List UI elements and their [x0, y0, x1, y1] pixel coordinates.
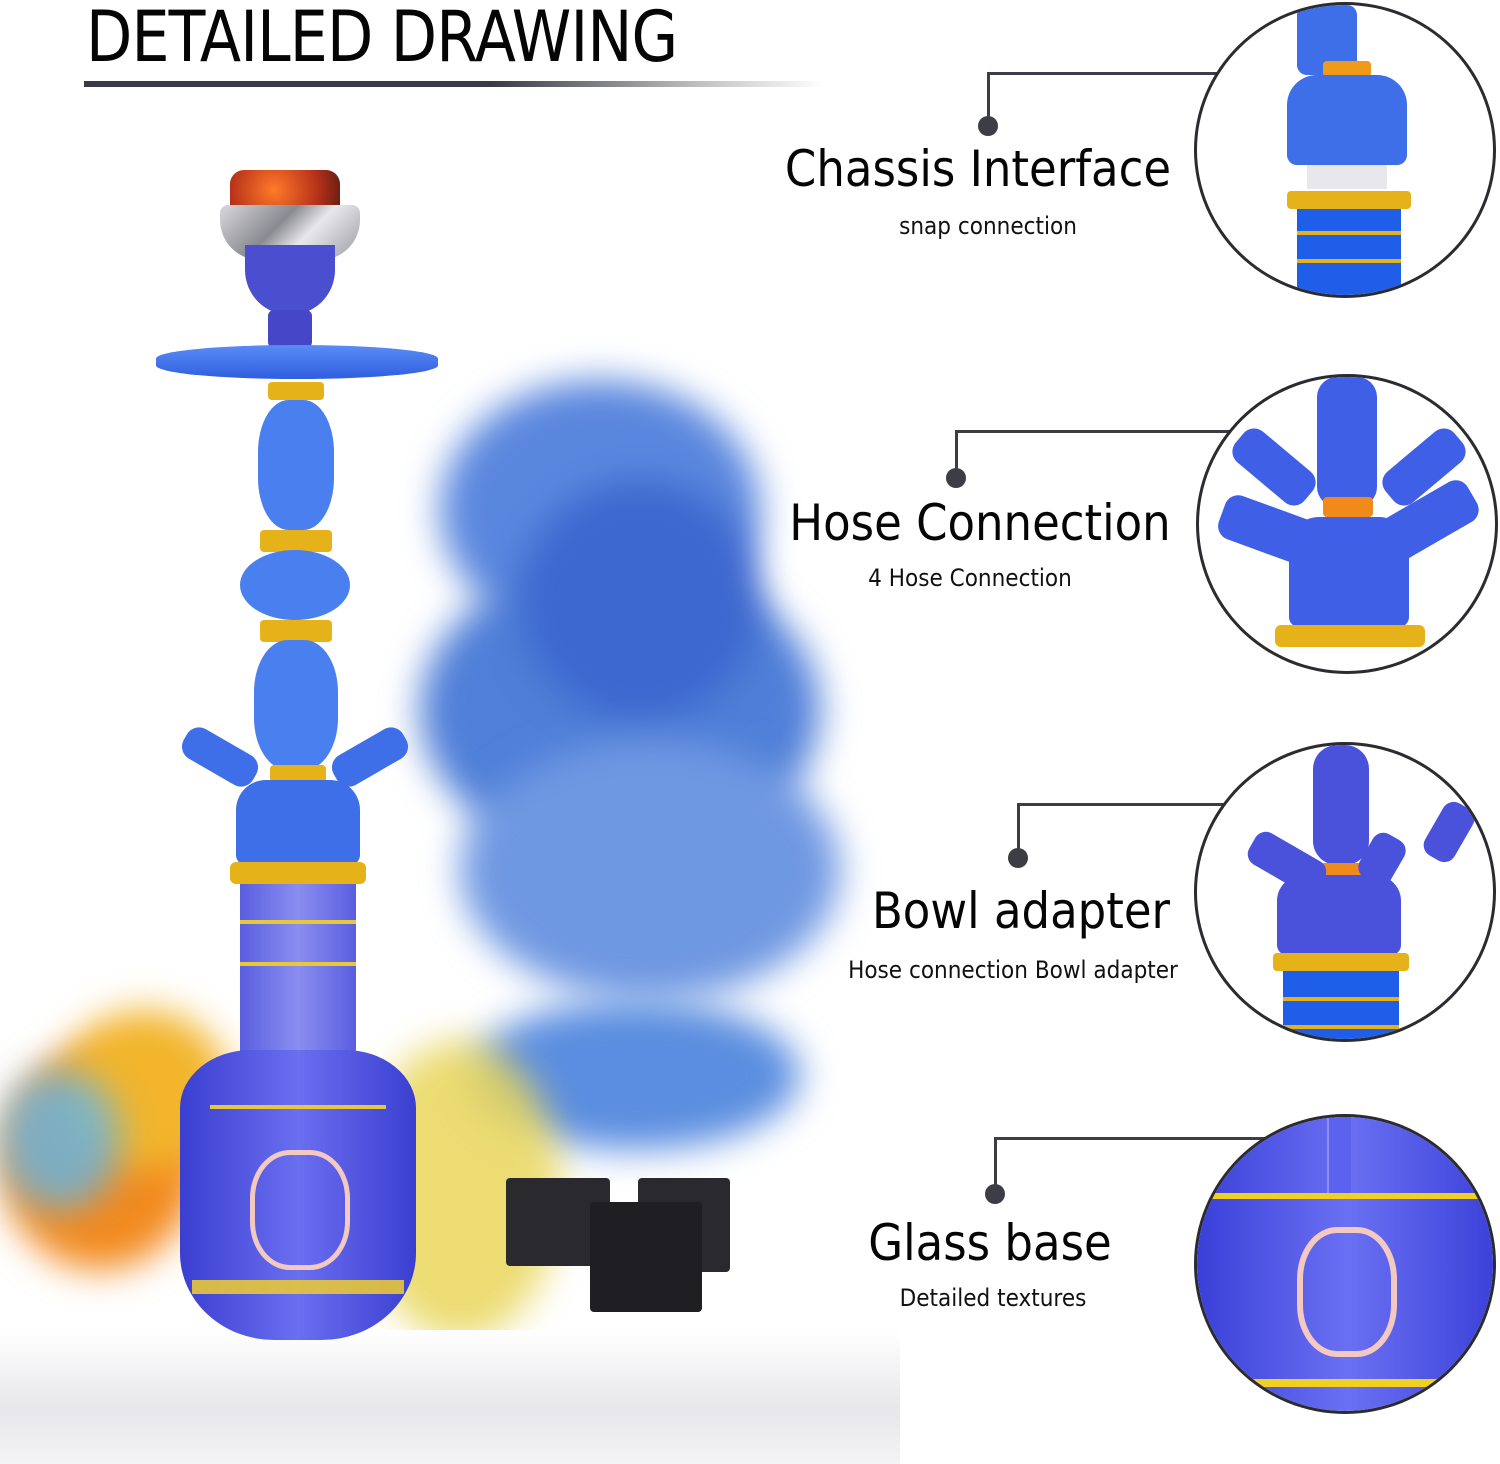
gold-ring-large — [230, 862, 366, 884]
stem-bulb-3 — [254, 640, 338, 770]
gold-stripe — [210, 1105, 386, 1109]
leader-line — [1017, 803, 1020, 853]
callout-dot — [978, 116, 998, 136]
bowl — [245, 245, 335, 315]
leader-line — [955, 430, 958, 474]
leader-line — [955, 430, 1275, 433]
smoke-blue-cloud — [400, 360, 880, 1000]
body-head — [236, 780, 360, 865]
gold-stripe — [240, 920, 356, 924]
bowl-neck — [268, 310, 312, 348]
callout-dot — [1008, 848, 1028, 868]
detail-circle-chassis — [1194, 2, 1496, 298]
tray — [156, 345, 438, 379]
gold-ring — [268, 382, 324, 400]
leader-line — [1017, 803, 1366, 806]
smoke-orange-cloud — [0, 1010, 240, 1310]
callout-title-chassis: Chassis Interface — [784, 140, 1172, 198]
stem-bulb-2 — [240, 550, 350, 620]
charcoal-cube — [590, 1202, 702, 1312]
hookah-illustration — [150, 150, 460, 1350]
detail-circle-adapter — [1194, 742, 1496, 1042]
gold-ring — [260, 620, 332, 642]
leader-line — [994, 1137, 997, 1191]
callout-subtitle-hose: 4 Hose Connection — [868, 564, 1072, 592]
callout-title-glass-base: Glass base — [868, 1214, 1112, 1272]
gold-ring — [270, 765, 326, 783]
title-underline — [84, 81, 824, 87]
leader-line — [987, 72, 1369, 75]
detail-circle-glass-base — [1194, 1114, 1496, 1414]
callout-dot — [946, 468, 966, 488]
leader-line — [987, 72, 990, 124]
base-emblem — [250, 1150, 350, 1270]
callout-dot — [985, 1184, 1005, 1204]
callout-subtitle-chassis: snap connection — [899, 212, 1077, 240]
floor-shadow — [0, 1330, 900, 1464]
gold-ring — [260, 530, 332, 552]
hose-port-left — [176, 722, 264, 792]
callout-subtitle-adapter: Hose connection Bowl adapter — [848, 956, 1178, 984]
detail-circle-hose — [1196, 374, 1498, 674]
callout-title-adapter: Bowl adapter — [871, 882, 1171, 940]
callout-title-hose: Hose Connection — [789, 494, 1171, 552]
gold-stripe — [192, 1280, 404, 1294]
vase-neck — [240, 884, 356, 1064]
page-title: DETAILED DRAWING — [86, 0, 678, 78]
leader-line — [994, 1137, 1352, 1140]
callout-subtitle-glass-base: Detailed textures — [899, 1284, 1087, 1312]
stem-bulb-1 — [258, 400, 334, 530]
gold-stripe — [240, 962, 356, 966]
